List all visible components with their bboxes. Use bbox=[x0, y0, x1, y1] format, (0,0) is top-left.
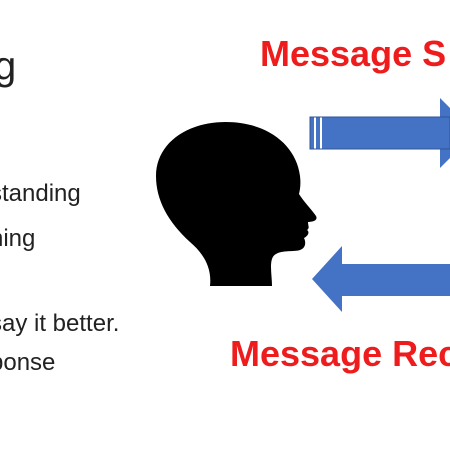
message-sent-label: Message S bbox=[260, 33, 447, 74]
bullet-item: ponse bbox=[0, 349, 56, 376]
slide-title: g bbox=[0, 44, 17, 88]
bullet-item: standing bbox=[0, 180, 81, 207]
bullet-item: ning bbox=[0, 225, 36, 252]
message-received-label: Message Rec bbox=[230, 333, 450, 374]
human-head-silhouette-icon bbox=[156, 122, 317, 286]
bullet-item: say it better. bbox=[0, 310, 120, 337]
